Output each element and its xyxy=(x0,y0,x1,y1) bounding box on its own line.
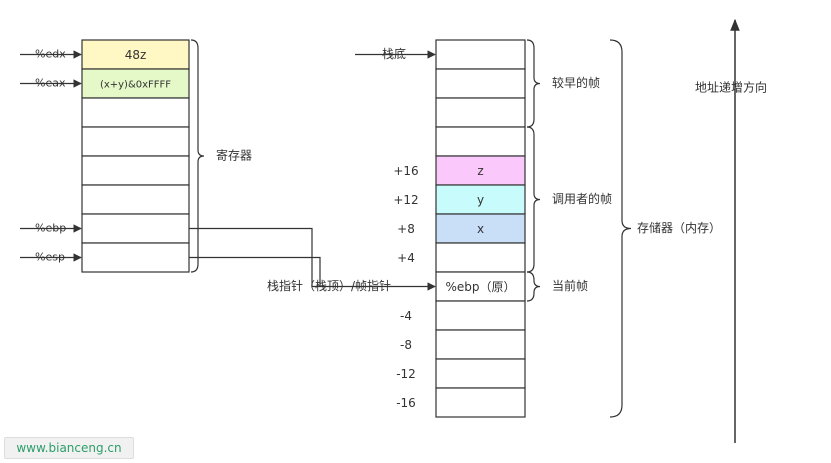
stack-pointer-connector xyxy=(189,256,321,287)
stack-cell xyxy=(435,155,526,186)
register-cell xyxy=(81,213,190,244)
watermark: www.bianceng.cn xyxy=(4,437,134,459)
stack-cell xyxy=(435,300,526,331)
frame-brace xyxy=(526,271,541,302)
stack-cell xyxy=(435,68,526,99)
register-cell xyxy=(81,184,190,215)
stack-cell-label: y xyxy=(477,193,484,207)
stack-cell-label: %ebp（原） xyxy=(445,280,515,294)
register-brace xyxy=(190,39,205,273)
register-pointer-label: %ebp xyxy=(35,222,66,235)
memory-brace xyxy=(609,39,632,418)
stack-offset-label: +4 xyxy=(397,251,415,265)
stack-offset-label: -16 xyxy=(396,396,416,410)
register-pointer-label: %eax xyxy=(35,77,66,90)
stack-cell-label: x xyxy=(477,222,484,236)
stack-offset-label: +12 xyxy=(393,193,418,207)
stack-cell xyxy=(435,213,526,244)
stack-cell xyxy=(435,329,526,360)
stack-frame-pointer-label: 栈指针（栈顶）/帧指针 xyxy=(267,278,391,293)
stack-offset-label: -4 xyxy=(400,309,412,323)
stack-cell xyxy=(435,184,526,215)
stack-cell-label: z xyxy=(477,164,483,178)
stack-cell xyxy=(435,387,526,418)
register-cell-label: 48z xyxy=(125,48,147,62)
stack-cell xyxy=(435,97,526,128)
stack-cell xyxy=(435,358,526,389)
stack-cell xyxy=(435,126,526,157)
frame-brace-label: 较早的帧 xyxy=(552,75,600,90)
stack-cell xyxy=(435,242,526,273)
register-cell xyxy=(81,68,190,99)
register-cell xyxy=(81,155,190,186)
register-cell-label: (x+y)&0xFFFF xyxy=(100,80,171,91)
frame-brace-label: 调用者的帧 xyxy=(552,191,612,206)
stack-offset-label: -8 xyxy=(400,338,412,352)
stack-offset-label: +16 xyxy=(393,164,418,178)
stack-offset-label: -12 xyxy=(396,367,416,381)
address-arrow-label: 地址递增方向 xyxy=(695,80,767,95)
register-cell xyxy=(81,97,190,128)
frame-brace-label: 当前帧 xyxy=(552,278,588,293)
register-cell xyxy=(81,242,190,273)
stack-cell xyxy=(435,39,526,70)
frame-brace xyxy=(526,39,541,128)
register-cell xyxy=(81,39,190,70)
register-brace-label: 寄存器 xyxy=(216,148,252,163)
frame-brace xyxy=(526,126,541,273)
register-cell xyxy=(81,126,190,157)
register-pointer-label: %edx xyxy=(35,48,66,61)
memory-brace-label: 存储器（内存） xyxy=(637,220,721,235)
stack-cell xyxy=(435,271,526,302)
stack-bottom-label: 栈底 xyxy=(382,46,406,61)
stack-offset-label: +8 xyxy=(397,222,415,236)
address-direction: 地址递增方向 xyxy=(695,18,767,443)
register-column: 48z (x+y)&0xFFFF %edx %eax %ebp %esp 寄存器 xyxy=(20,39,252,273)
pointer-connectors: 栈指针（栈顶）/帧指针 xyxy=(189,227,436,293)
register-pointer-label: %esp xyxy=(35,251,65,264)
stack-column: z y x %ebp（原） +16 +12 +8 +4 -4 -8 -12 -16 较早的帧调用者的帧当… xyxy=(355,39,721,418)
